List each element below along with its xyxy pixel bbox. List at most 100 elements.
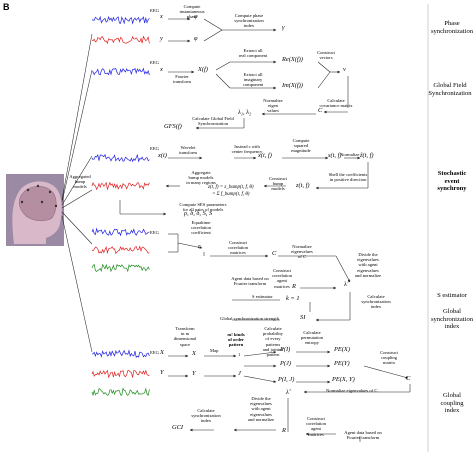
phase-phi-x: φ [194, 13, 198, 20]
head-link-ses [61, 155, 93, 206]
title-s-estimator: S estimator [437, 292, 467, 299]
gci-one: 1 [238, 352, 241, 357]
eeg-trace [91, 227, 150, 237]
sest-equaltime: Equaltime correlation coefficient [191, 220, 211, 236]
ses-aggregated-label: Aggregated bump models [69, 174, 91, 190]
sest-R: R [292, 283, 296, 290]
phase-y-var: y [160, 35, 163, 42]
ses-result: ρ, δ, δ, S, S [184, 210, 213, 217]
eeg-traces [91, 15, 150, 397]
gfs-calc-step: Calculate Global Field Synchronization [192, 116, 234, 127]
phase-step-index: Compute phase synchronization index [234, 13, 264, 29]
gfs-x-var: x [160, 66, 163, 73]
sest-global-strength: Global synchronization strength [220, 316, 279, 321]
gci-R: R [282, 427, 286, 434]
sest-normeig: Normalize eigenvalues of C [291, 244, 313, 260]
gci-eeg-label: EEG [150, 350, 159, 355]
gci-X: X [160, 349, 164, 356]
gci-pe2: PE(Y) [334, 360, 350, 367]
eeg-trace [91, 369, 150, 379]
gfs-C: C [318, 107, 323, 114]
eeg-trace [91, 349, 150, 359]
electrode-dot [36, 184, 40, 188]
sest-eeg-label: EEG [150, 230, 159, 235]
title-gsi: Global synchronization index [430, 308, 474, 331]
sest-r: r [198, 243, 201, 250]
gfs-output: GFS(f) [164, 123, 182, 130]
gfs-X-f: X(f) [198, 66, 208, 73]
sest-agentcorr: Construct correlation agent matrices [272, 268, 292, 289]
gci-lambda: λ̂ [286, 389, 289, 396]
ses-shell: Shell the coefficients in positive direc… [328, 172, 368, 183]
title-phase-sync: Phase synchronization [430, 20, 474, 35]
head-link-sest [61, 211, 93, 245]
gfs-real-step: Extract all real component [238, 48, 268, 59]
phase-gamma: γ [282, 24, 285, 31]
ses-aggregate-step: Aggregate bump models in many regions [186, 170, 216, 186]
eeg-trace [91, 67, 150, 76]
head-link-ses-2 [61, 189, 93, 209]
ses-normalize: Normalize [340, 152, 360, 157]
gci-pe3: PE(X, Y) [332, 376, 355, 383]
gci-J: J [238, 370, 241, 377]
gci-pe1: PE(X) [334, 346, 350, 353]
phase-phi-y: φ [194, 35, 198, 42]
ses-x-t-f: x(t, f) [258, 152, 272, 159]
gci-coupling: Construct coupling matrix [380, 350, 398, 366]
sest-si: SI [300, 314, 306, 321]
connector-lines [61, 17, 411, 442]
gci-agent: Agent data based on Fourier transform [344, 430, 382, 441]
phase-step-instantaneous: Compute instantaneous phase [179, 4, 205, 20]
ses-formula: z(t, f) = z_bump(t, f, θ) = Σ f_bump(t, … [208, 185, 254, 197]
ses-wavelet: Wavelet transform [179, 145, 197, 156]
gci-divide: Divide the eigenvalues with agent eigenv… [247, 396, 275, 422]
ses-s: s(t, f) [328, 152, 342, 159]
head-svg [6, 174, 64, 246]
gci-output: GCI [172, 424, 184, 431]
head-link-gfs [61, 69, 93, 203]
head-link-gci [61, 215, 93, 353]
gci-p3: P(I, J) [278, 376, 295, 383]
gci-xvar: X [192, 350, 196, 357]
electrode-dot [54, 204, 58, 208]
gci-Y: Y [160, 369, 164, 376]
gfs-normalize-step: Normalize eigen values [263, 98, 283, 114]
eeg-trace [91, 263, 150, 273]
eeg-trace [91, 153, 150, 163]
gfs-cov-step: Calculate covariance matrix [319, 98, 353, 109]
sest-s-est: S estimator [252, 294, 273, 299]
electrode-dot [48, 190, 52, 194]
eeg-trace [91, 245, 150, 255]
eeg-trace [91, 35, 150, 45]
gci-yvar: Y [192, 370, 196, 377]
title-gfs: Global Field Synchronization [428, 82, 472, 97]
head-link-phase [61, 33, 93, 201]
sest-C: C [272, 250, 277, 257]
gfs-vectors-step: Construct vectors [317, 50, 335, 61]
sest-calc: Calculate synchronization index [361, 294, 391, 310]
gfs-im: Im(X(f)) [282, 82, 303, 89]
ses-z-t-f: z(t, f) [296, 182, 310, 189]
electrode-dot [40, 200, 44, 204]
ses-x-var: x(t) [158, 152, 167, 159]
phase-x-var: x [160, 13, 163, 20]
gfs-lambda: λ₁, λ₂ [238, 109, 252, 116]
ses-construct: Construct bump models [269, 176, 287, 192]
gci-normeig: Normalize eigenvalues of C [326, 388, 378, 393]
gci-kinds: m! kinds of order pattern [227, 332, 245, 348]
eeg-trace [91, 15, 150, 25]
brain-shape [18, 185, 57, 222]
sest-lambda: λ̂ [344, 281, 347, 288]
sest-construct: Construct correlation matrices [228, 240, 248, 256]
panel-label: B [3, 2, 10, 12]
gci-C: C [406, 375, 411, 382]
ses-eeg-label: EEG [150, 146, 159, 151]
electrode-dot [26, 188, 30, 192]
sest-k: k = 1 [286, 295, 300, 302]
ses-scale: Instead s with center frequency [231, 144, 263, 155]
ses-params: Compute SES parameters for all pairs of … [179, 202, 227, 213]
gfs-v: v [343, 66, 346, 73]
gfs-re: Re(X(f)) [282, 56, 303, 63]
